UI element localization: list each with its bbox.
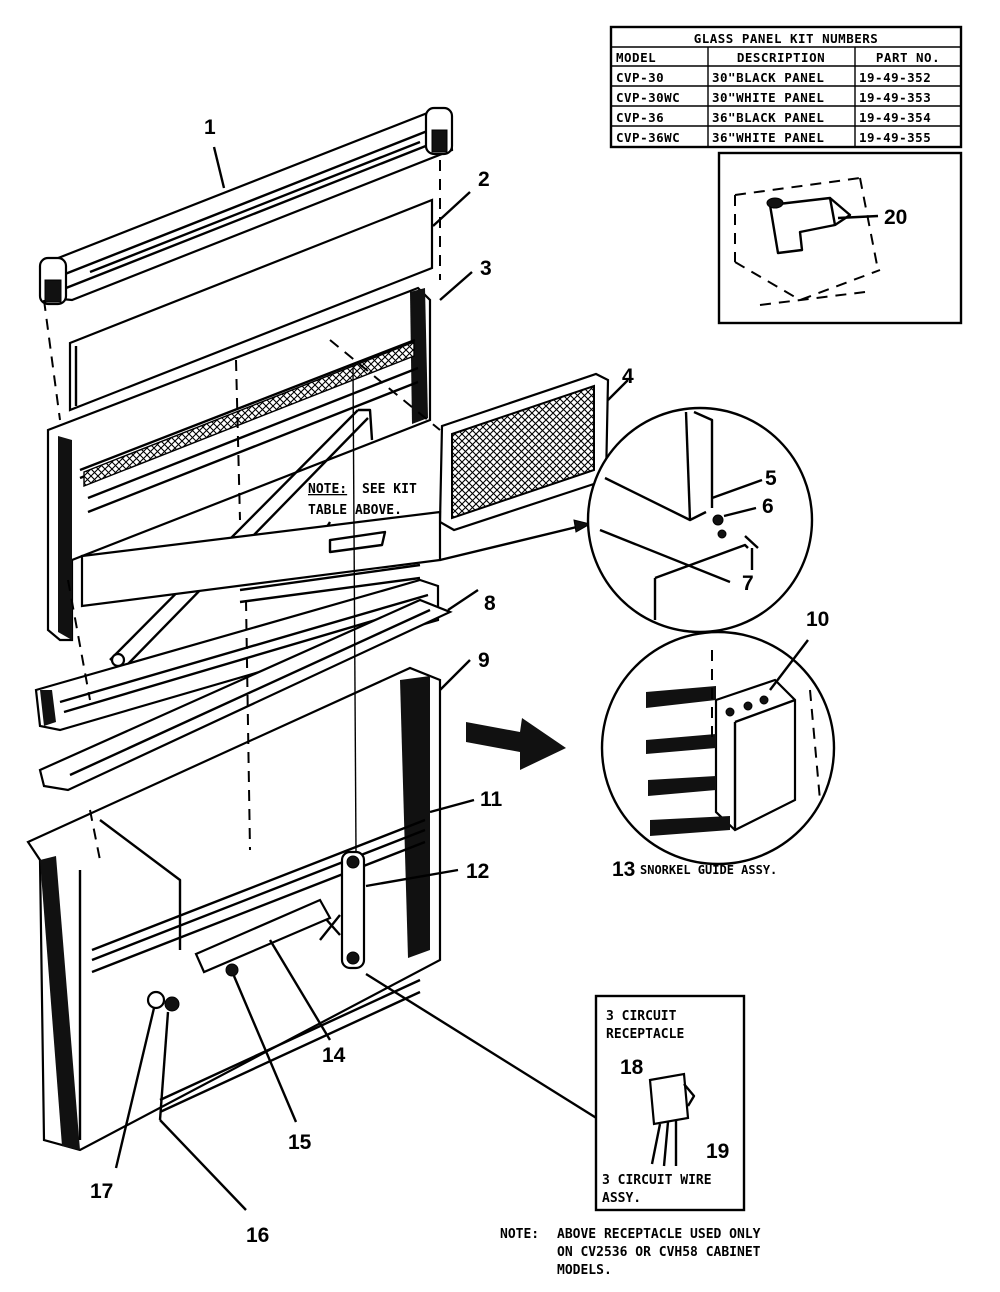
callout-12: 12 bbox=[466, 860, 489, 883]
callout-8: 8 bbox=[484, 592, 496, 615]
callout-4: 4 bbox=[622, 365, 634, 388]
callout-10: 10 bbox=[806, 608, 829, 631]
bottom-note-line1: ABOVE RECEPTACLE USED ONLY bbox=[557, 1227, 761, 1242]
callout-5: 5 bbox=[765, 467, 777, 490]
part-2-glass-panel: 2 bbox=[68, 168, 490, 412]
wire-line2: ASSY. bbox=[602, 1191, 641, 1206]
part-4-grille: 4 bbox=[438, 365, 634, 532]
callout-19: 19 bbox=[706, 1140, 729, 1163]
detail-circle-top: 5 6 7 bbox=[586, 406, 814, 634]
part-14-bracket: 14 bbox=[194, 898, 346, 1067]
kit-table: GLASS PANEL KIT NUMBERS MODEL DESCRIPTIO… bbox=[609, 25, 963, 149]
row3-model: CVP-36 bbox=[616, 110, 664, 125]
kit-note-line1: SEE KIT bbox=[362, 482, 417, 497]
row3-description: 36"BLACK PANEL bbox=[712, 110, 824, 125]
part-1-top-rail: 1 bbox=[38, 106, 454, 306]
bottom-note-line3: MODELS. bbox=[557, 1263, 612, 1278]
kit-table-header-model: MODEL bbox=[616, 50, 656, 65]
part-16-knob: 16 bbox=[158, 996, 269, 1247]
part-12-snorkel-bar: 12 bbox=[317, 367, 489, 970]
callout-16: 16 bbox=[246, 1224, 269, 1247]
callout-17: 17 bbox=[90, 1180, 113, 1203]
table-row: CVP-30 30"BLACK PANEL 19-49-352 bbox=[616, 70, 931, 85]
kit-table-header-description: DESCRIPTION bbox=[737, 50, 825, 65]
wire-arrow bbox=[365, 972, 618, 1131]
kit-panel bbox=[80, 510, 592, 608]
callout-6: 6 bbox=[762, 495, 774, 518]
snorkel-label: SNORKEL GUIDE ASSY. bbox=[640, 863, 777, 877]
table-row: CVP-30WC 30"WHITE PANEL 19-49-353 bbox=[616, 90, 931, 105]
row4-model: CVP-36WC bbox=[616, 130, 680, 145]
row1-description: 30"BLACK PANEL bbox=[712, 70, 824, 85]
row2-description: 30"WHITE PANEL bbox=[712, 90, 824, 105]
row1-model: CVP-30 bbox=[616, 70, 664, 85]
row4-part: 19-49-355 bbox=[859, 130, 931, 145]
kit-note: NOTE: SEE KIT TABLE ABOVE. bbox=[308, 482, 417, 556]
kit-table-header-part: PART NO. bbox=[876, 50, 940, 65]
callout-18: 18 bbox=[620, 1056, 644, 1079]
row1-part: 19-49-352 bbox=[859, 70, 931, 85]
part-9-cabinet: 9 bbox=[26, 649, 490, 1152]
bottom-note-line2: ON CV2536 OR CVH58 CABINET bbox=[557, 1245, 761, 1260]
kit-table-title: GLASS PANEL KIT NUMBERS bbox=[694, 31, 879, 46]
row2-model: CVP-30WC bbox=[616, 90, 680, 105]
bottom-note: NOTE: ABOVE RECEPTACLE USED ONLY ON CV25… bbox=[500, 1227, 761, 1278]
callout-20: 20 bbox=[884, 206, 907, 229]
detail-20-box: 20 bbox=[717, 151, 963, 325]
part-8-trim: 8 bbox=[34, 578, 496, 792]
callout-2: 2 bbox=[478, 168, 490, 191]
row4-description: 36"WHITE PANEL bbox=[712, 130, 824, 145]
table-row: CVP-36 36"BLACK PANEL 19-49-354 bbox=[616, 110, 931, 125]
receptacle-line2: RECEPTACLE bbox=[606, 1027, 684, 1042]
table-row: CVP-36WC 36"WHITE PANEL 19-49-355 bbox=[616, 130, 931, 145]
callout-14: 14 bbox=[322, 1044, 346, 1067]
callout-7: 7 bbox=[742, 572, 754, 595]
callout-3: 3 bbox=[480, 257, 492, 280]
alignment-lines bbox=[43, 160, 441, 861]
callout-11: 11 bbox=[480, 788, 503, 811]
wire-line1: 3 CIRCUIT WIRE bbox=[602, 1173, 712, 1188]
detail-circle-snorkel: 10 13 SNORKEL GUIDE ASSY. bbox=[600, 608, 836, 881]
part-11: 11 bbox=[429, 788, 503, 814]
direction-arrow bbox=[466, 718, 566, 770]
receptacle-line1: 3 CIRCUIT bbox=[606, 1009, 677, 1024]
part-17-knob: 17 bbox=[90, 990, 166, 1203]
bottom-note-prefix: NOTE: bbox=[500, 1227, 539, 1242]
row3-part: 19-49-354 bbox=[859, 110, 931, 125]
row2-part: 19-49-353 bbox=[859, 90, 931, 105]
kit-note-prefix: NOTE: bbox=[308, 482, 347, 497]
callout-15: 15 bbox=[288, 1131, 312, 1154]
callout-9: 9 bbox=[478, 649, 490, 672]
callout-1: 1 bbox=[204, 116, 216, 139]
callout-13: 13 bbox=[612, 858, 635, 881]
kit-note-line2: TABLE ABOVE. bbox=[308, 503, 402, 518]
part-15-screw: 15 bbox=[225, 963, 312, 1154]
receptacle-box: 3 CIRCUIT RECEPTACLE 18 19 3 CIRCUIT WIR… bbox=[594, 994, 746, 1212]
